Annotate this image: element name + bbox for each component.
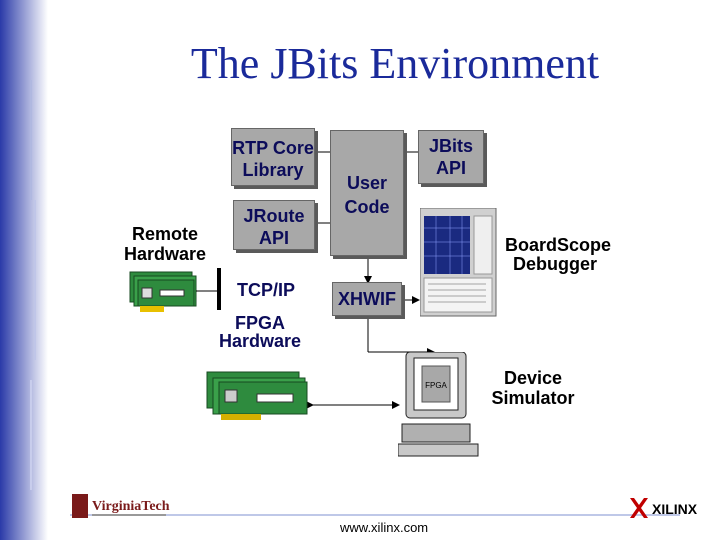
user-code-label: User Code [344,173,390,217]
footer-divider [70,514,680,516]
svg-text:VirginiaTech: VirginiaTech [92,499,170,514]
rtp-core-library-box: RTP Core Library [231,128,315,186]
xhwif-label: XHWIF [338,289,396,309]
jroute-api-label: JRoute API [243,206,305,248]
xhwif-box: XHWIF [332,282,402,316]
device-simulator-label: Device Simulator [491,368,575,408]
svg-text:XILINX: XILINX [652,501,698,517]
remote-hardware-boards-icon [129,271,197,312]
boardscope-screenshot-icon [420,208,497,317]
bus-bar [217,268,221,310]
fpga-hardware-boards-icon [206,371,308,420]
user-code-box: User Code [330,130,404,256]
xilinx-logo: XILINX [630,498,698,518]
fpga-hardware-label: FPGA Hardware [218,313,302,351]
tcp-ip-label: TCP/IP [236,280,295,300]
sidebar-decoration [0,0,48,540]
footer-url: www.xilinx.com [340,520,429,535]
virginia-tech-logo: VirginiaTech [72,494,170,518]
fpga-chip-label: FPGA [425,381,447,390]
page-title: The JBits Environment [190,39,600,88]
jbits-api-label: JBits API [428,136,473,178]
jroute-api-box: JRoute API [233,200,315,250]
remote-hardware-label: Remote Hardware [123,224,207,264]
device-simulator-computer-icon: FPGA [398,352,479,457]
boardscope-debugger-label: BoardScope Debugger [505,235,612,274]
rtp-core-library-label: RTP Core Library [232,138,314,180]
jbits-api-box: JBits API [418,130,484,184]
